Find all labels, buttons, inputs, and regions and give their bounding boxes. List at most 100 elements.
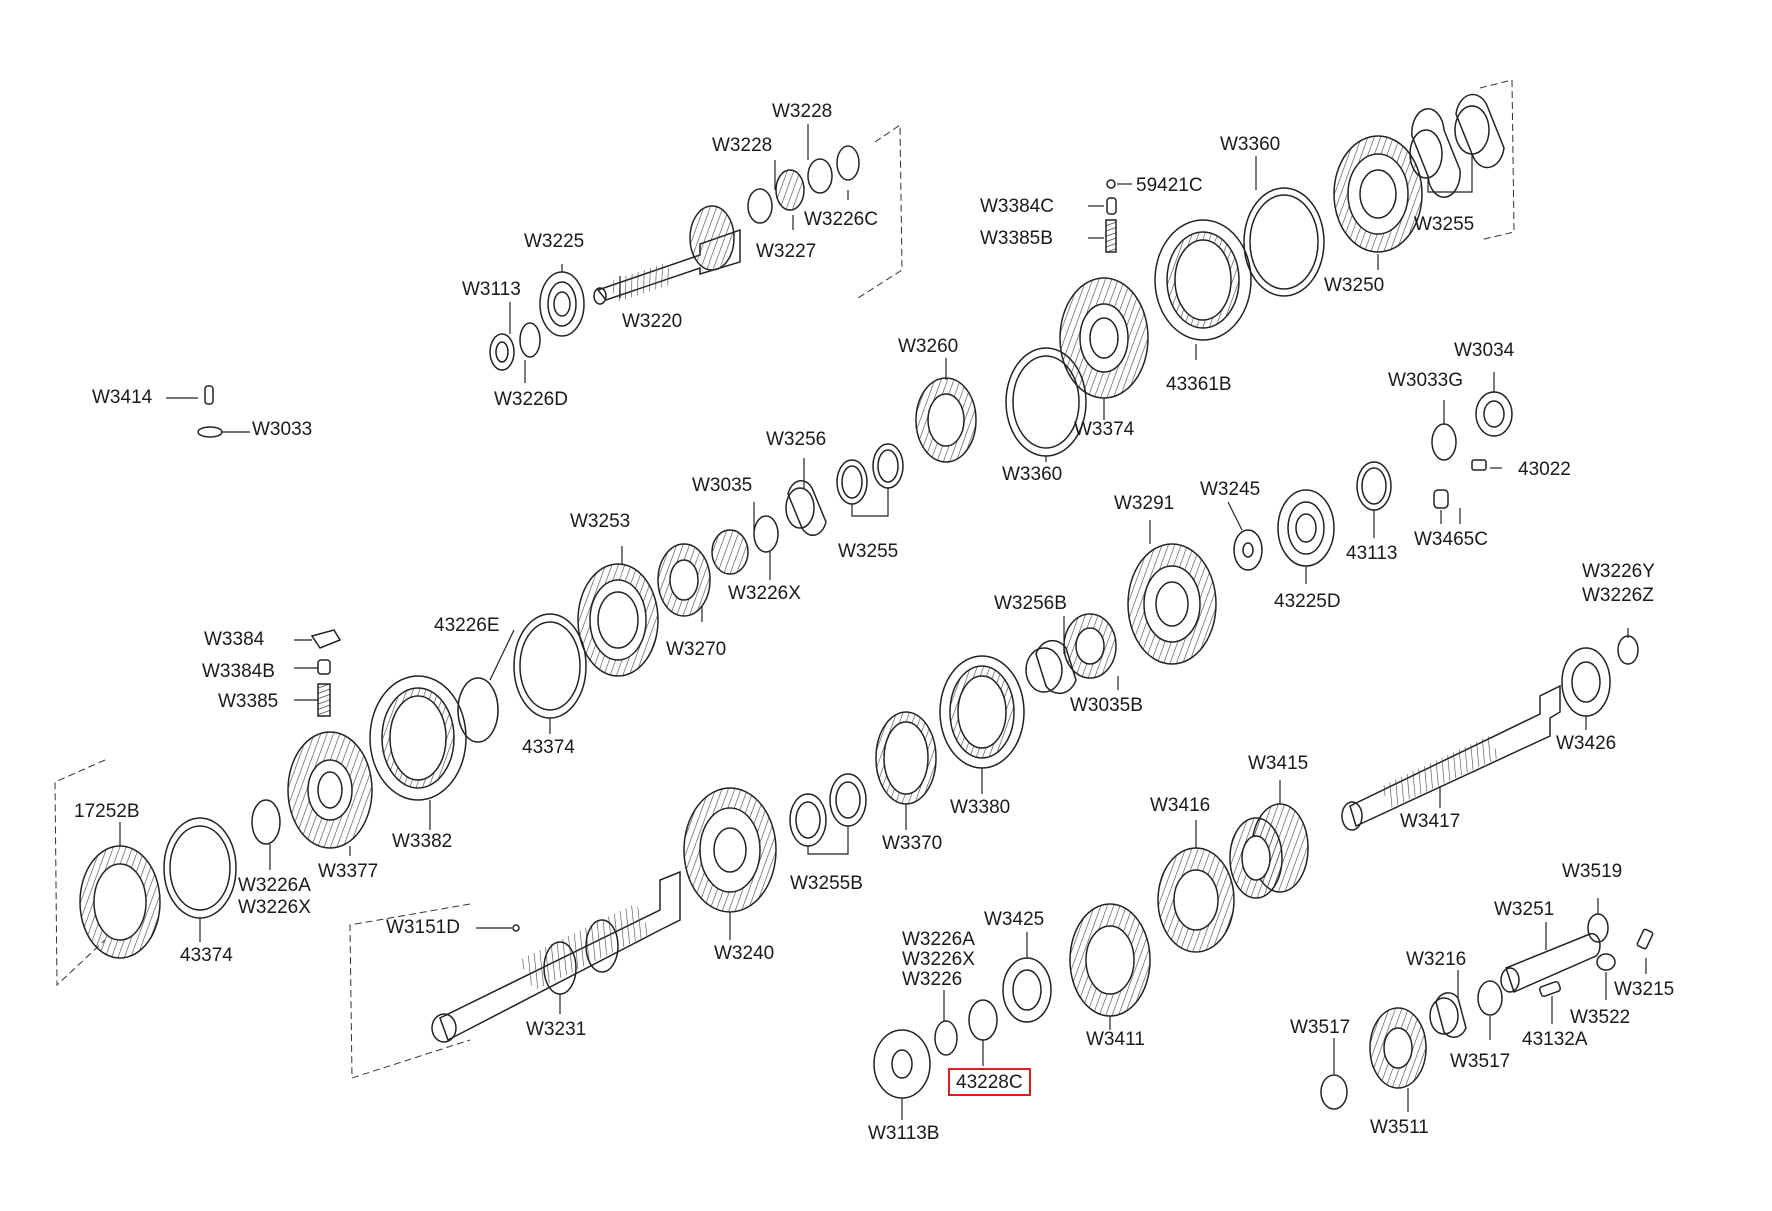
- label-w3511[interactable]: W3511: [1370, 1117, 1429, 1138]
- 43022-bolt: [1471, 459, 1487, 471]
- label-w3360-mid[interactable]: W3360: [1002, 464, 1063, 485]
- 43374-ring-mid: [513, 613, 587, 719]
- label-43225d[interactable]: 43225D: [1274, 591, 1341, 612]
- label-w3226a-left[interactable]: W3226A: [238, 875, 311, 896]
- label-w3216[interactable]: W3216: [1406, 949, 1467, 970]
- label-w3417[interactable]: W3417: [1400, 811, 1461, 832]
- label-w3384b[interactable]: W3384B: [202, 661, 275, 682]
- label-w3360-top[interactable]: W3360: [1220, 134, 1281, 155]
- label-w3465c[interactable]: W3465C: [1414, 529, 1488, 550]
- label-w3255b[interactable]: W3255B: [790, 873, 863, 894]
- label-w3374[interactable]: W3374: [1074, 419, 1135, 440]
- label-w3033g[interactable]: W3033G: [1388, 370, 1463, 391]
- label-w3226x-left[interactable]: W3226X: [238, 897, 311, 918]
- w3231-shaft: [439, 870, 681, 1042]
- label-w3382[interactable]: W3382: [392, 831, 453, 852]
- label-w3380[interactable]: W3380: [950, 797, 1011, 818]
- w3414-pin: [204, 385, 214, 405]
- label-w3035b[interactable]: W3035B: [1070, 695, 1143, 716]
- label-w3411[interactable]: W3411: [1086, 1029, 1145, 1050]
- label-w3377[interactable]: W3377: [318, 861, 379, 882]
- label-w3226a-low[interactable]: W3226A: [902, 929, 975, 950]
- label-w3260[interactable]: W3260: [898, 336, 959, 357]
- label-w3231[interactable]: W3231: [526, 1019, 587, 1040]
- label-w3226-low[interactable]: W3226: [902, 969, 963, 990]
- label-w3226x-low[interactable]: W3226X: [902, 949, 975, 970]
- label-w3228-left[interactable]: W3228: [712, 135, 773, 156]
- label-w3270[interactable]: W3270: [666, 639, 727, 660]
- label-w3517-left[interactable]: W3517: [1290, 1017, 1351, 1038]
- w3360-ring-top: [1243, 187, 1325, 297]
- label-w3215[interactable]: W3215: [1614, 979, 1675, 1000]
- label-w3414[interactable]: W3414: [92, 387, 153, 408]
- label-w3151d[interactable]: W3151D: [386, 917, 460, 938]
- label-w3220[interactable]: W3220: [622, 311, 683, 332]
- label-w3226y[interactable]: W3226Y: [1582, 561, 1655, 582]
- left-middle-group: [79, 629, 467, 959]
- label-43022[interactable]: 43022: [1518, 459, 1571, 480]
- label-w3519[interactable]: W3519: [1562, 861, 1623, 882]
- label-43374-mid[interactable]: 43374: [522, 737, 575, 758]
- w3255-bushing-top: [1411, 108, 1461, 198]
- label-43113[interactable]: 43113: [1346, 543, 1398, 564]
- dashed-frame-lines: [54, 79, 1515, 1079]
- label-w3385b[interactable]: W3385B: [980, 228, 1053, 249]
- w3425-bearing: [1002, 957, 1052, 1023]
- label-w3370[interactable]: W3370: [882, 833, 943, 854]
- label-w3226c[interactable]: W3226C: [804, 209, 878, 230]
- label-w3517-right[interactable]: W3517: [1450, 1051, 1511, 1072]
- label-w3255-top[interactable]: W3255: [1414, 214, 1475, 235]
- right-middle-group: [1025, 461, 1639, 831]
- w3426-bearing: [1561, 647, 1611, 717]
- label-17252b[interactable]: 17252B: [74, 801, 140, 822]
- label-w3255-mid[interactable]: W3255: [838, 541, 899, 562]
- label-w3291[interactable]: W3291: [1114, 493, 1175, 514]
- label-w3035[interactable]: W3035: [692, 475, 753, 496]
- label-w3416[interactable]: W3416: [1150, 795, 1211, 816]
- w3226a-ring-left: [251, 799, 281, 845]
- label-w3522[interactable]: W3522: [1570, 1007, 1631, 1028]
- label-w3226z[interactable]: W3226Z: [1582, 585, 1654, 606]
- label-w3426[interactable]: W3426: [1556, 733, 1617, 754]
- label-w3256[interactable]: W3256: [766, 429, 827, 450]
- label-43132a[interactable]: 43132A: [1522, 1029, 1588, 1050]
- label-w3225[interactable]: W3225: [524, 231, 585, 252]
- w3033g-ring: [1431, 423, 1457, 461]
- label-w3245[interactable]: W3245: [1200, 479, 1261, 500]
- label-w3240[interactable]: W3240: [714, 943, 775, 964]
- label-w3384c[interactable]: W3384C: [980, 196, 1054, 217]
- upper-right-group: [915, 93, 1513, 509]
- label-w3251[interactable]: W3251: [1494, 899, 1555, 920]
- label-w3250[interactable]: W3250: [1324, 275, 1385, 296]
- label-w3384[interactable]: W3384: [204, 629, 265, 650]
- label-w3033[interactable]: W3033: [252, 419, 313, 440]
- label-w3113[interactable]: W3113: [462, 279, 521, 300]
- label-w3226x-mid[interactable]: W3226X: [728, 583, 801, 604]
- label-w3253[interactable]: W3253: [570, 511, 631, 532]
- label-43228c-highlighted[interactable]: 43228C: [948, 1068, 1031, 1096]
- label-w3415[interactable]: W3415: [1248, 753, 1309, 774]
- label-43361b[interactable]: 43361B: [1166, 374, 1232, 395]
- label-w3385[interactable]: W3385: [218, 691, 279, 712]
- label-w3113b[interactable]: W3113B: [868, 1123, 940, 1144]
- 43226e-snap-ring: [457, 677, 499, 743]
- w3522-bracket: [1596, 953, 1616, 971]
- label-43374-left[interactable]: 43374: [180, 945, 233, 966]
- middle-upper-group: [457, 443, 904, 743]
- w3228-ring-right: [807, 158, 833, 194]
- w3245-washer: [1233, 529, 1263, 571]
- label-w3034[interactable]: W3034: [1454, 340, 1515, 361]
- w3465c-pin: [1433, 489, 1449, 509]
- w3226d-snap-ring: [519, 322, 541, 358]
- label-43226e[interactable]: 43226E: [434, 615, 500, 636]
- lower-right-group: [873, 803, 1654, 1110]
- label-w3228-top[interactable]: W3228: [772, 101, 833, 122]
- 43132a-pin: [1538, 980, 1562, 998]
- label-w3226d[interactable]: W3226D: [494, 389, 568, 410]
- label-w3425[interactable]: W3425: [984, 909, 1045, 930]
- label-w3227[interactable]: W3227: [756, 241, 817, 262]
- w3216-bushing: [1435, 992, 1467, 1038]
- label-w3256b[interactable]: W3256B: [994, 593, 1067, 614]
- label-59421c[interactable]: 59421C: [1136, 175, 1203, 196]
